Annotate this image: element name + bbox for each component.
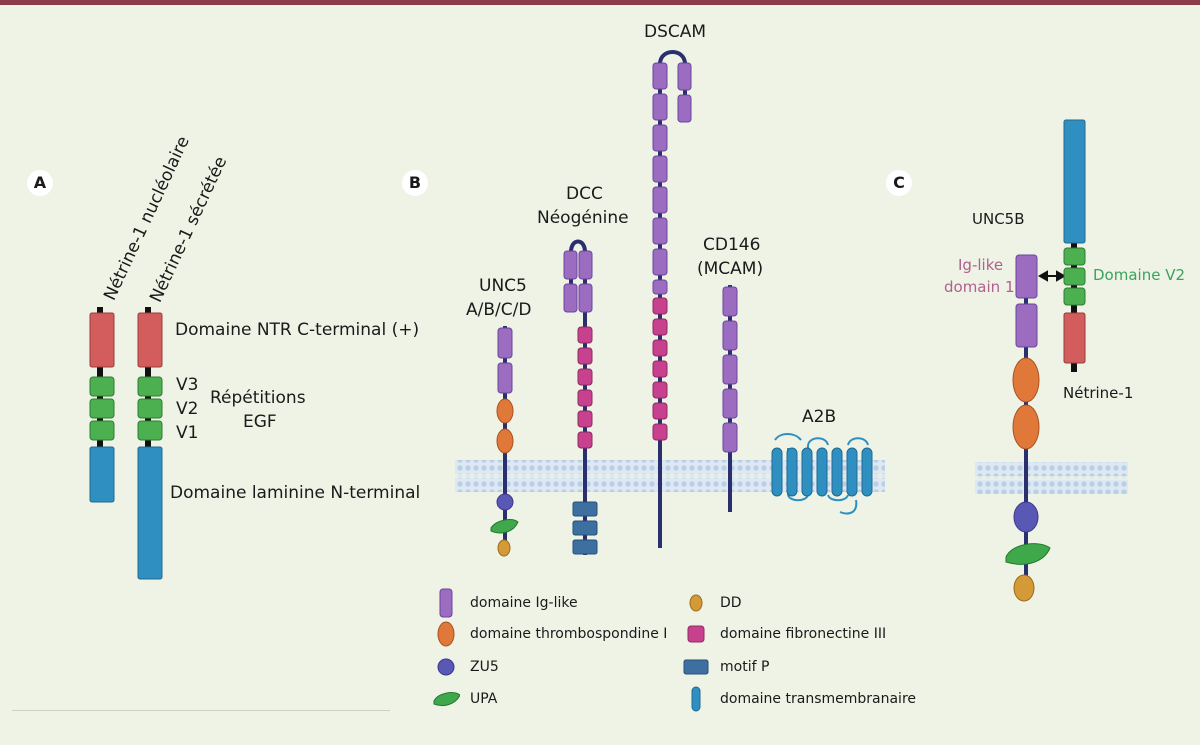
label-unc5: UNC5 <box>479 276 527 296</box>
legend-item-fibronectin: domaine fibronectine III <box>682 619 886 649</box>
legend-item-dd: DD <box>682 588 742 618</box>
arrow-interaction <box>1037 270 1067 282</box>
transmembrane-icon <box>682 684 710 714</box>
top-accent-bar <box>0 0 1200 5</box>
unc5-receptor <box>490 326 519 557</box>
netrin-nucleolar <box>89 307 115 503</box>
label-dscam: DSCAM <box>644 22 707 42</box>
panel-letter-c: C <box>886 170 912 196</box>
label-domaine-v2: Domaine V2 <box>1093 266 1186 284</box>
legend-item-thrombospondin: domaine thrombospondine I <box>432 619 667 649</box>
legend-label: domaine thrombospondine I <box>470 626 668 642</box>
legend-item-motif-p: motif P <box>682 652 769 682</box>
label-ntr-domain: Domaine NTR C-terminal (+) <box>175 320 420 340</box>
label-unc5-subtypes: A/B/C/D <box>466 300 532 320</box>
netrin-secreted <box>137 307 163 580</box>
ig-like-icon <box>432 588 460 618</box>
label-v2: V2 <box>176 399 199 419</box>
fibronectin-icon <box>682 619 710 649</box>
legend-item-transmembrane: domaine transmembranaire <box>682 684 916 714</box>
legend-item-ig-like: domaine Ig-like <box>432 588 578 618</box>
label-v1: V1 <box>176 423 199 443</box>
zu5-icon <box>432 652 460 682</box>
legend-item-zu5: ZU5 <box>432 652 499 682</box>
label-egf: EGF <box>243 412 277 432</box>
label-v3: V3 <box>176 375 199 395</box>
thrombospondin-icon <box>432 619 460 649</box>
legend-label: domaine transmembranaire <box>720 691 916 707</box>
unc5b-receptor <box>1005 254 1051 602</box>
a2b-helices <box>771 447 873 497</box>
dscam-receptor <box>652 50 692 548</box>
legend-label: domaine Ig-like <box>470 595 578 611</box>
legend-label: DD <box>720 595 742 611</box>
label-dcc: DCC <box>566 184 603 204</box>
legend-label: motif P <box>720 659 770 675</box>
legend-label: domaine fibronectine III <box>720 626 887 642</box>
motif-p-icon <box>682 652 710 682</box>
label-mcam: (MCAM) <box>697 259 764 279</box>
legend-item-upa: UPA <box>432 684 497 714</box>
cd146-receptor <box>722 285 738 512</box>
panel-letter-a: A <box>27 170 53 196</box>
netrin-1-bound <box>1063 119 1086 372</box>
panel-letter-b: B <box>402 170 428 196</box>
upa-icon <box>432 684 460 714</box>
legend-label: ZU5 <box>470 659 499 675</box>
dcc-receptor <box>563 239 598 555</box>
label-cd146: CD146 <box>703 235 761 255</box>
label-neogenin: Néogénine <box>537 208 629 228</box>
membrane-c <box>975 462 1128 494</box>
label-a2b: A2B <box>802 407 837 427</box>
label-ig-like: Ig-like <box>958 256 1004 274</box>
legend-label: UPA <box>470 691 498 707</box>
label-netrin-1: Nétrine-1 <box>1063 384 1134 402</box>
label-unc5b: UNC5B <box>972 210 1025 228</box>
label-domain-1: domain 1 <box>944 278 1015 296</box>
bottom-divider <box>12 710 390 711</box>
label-laminin-domain: Domaine laminine N-terminal <box>170 483 421 503</box>
dd-icon <box>682 588 710 618</box>
label-egf-repeats: Répétitions <box>210 388 306 408</box>
membrane-b <box>455 460 885 492</box>
